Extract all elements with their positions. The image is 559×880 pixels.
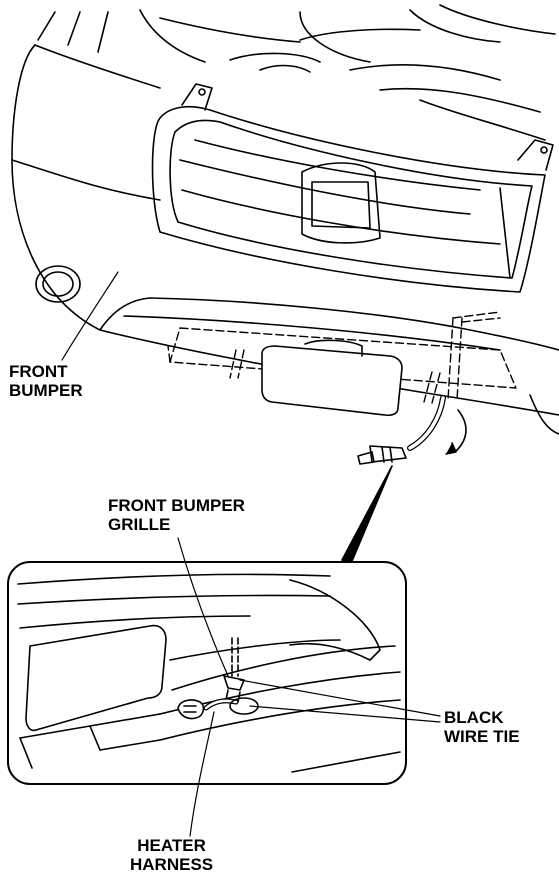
detail-pointer: [341, 465, 393, 567]
label-leaders: [61, 271, 441, 837]
upper-vehicle-view: [11, 4, 559, 465]
detail-inset: [7, 561, 407, 785]
front-bumper-grille-label: FRONT BUMPER GRILLE: [108, 496, 245, 534]
front-bumper-label: FRONT BUMPER: [9, 362, 83, 400]
heater-harness-label: HEATER HARNESS: [130, 836, 214, 874]
black-wire-tie-label: BLACK WIRE TIE: [444, 708, 520, 746]
